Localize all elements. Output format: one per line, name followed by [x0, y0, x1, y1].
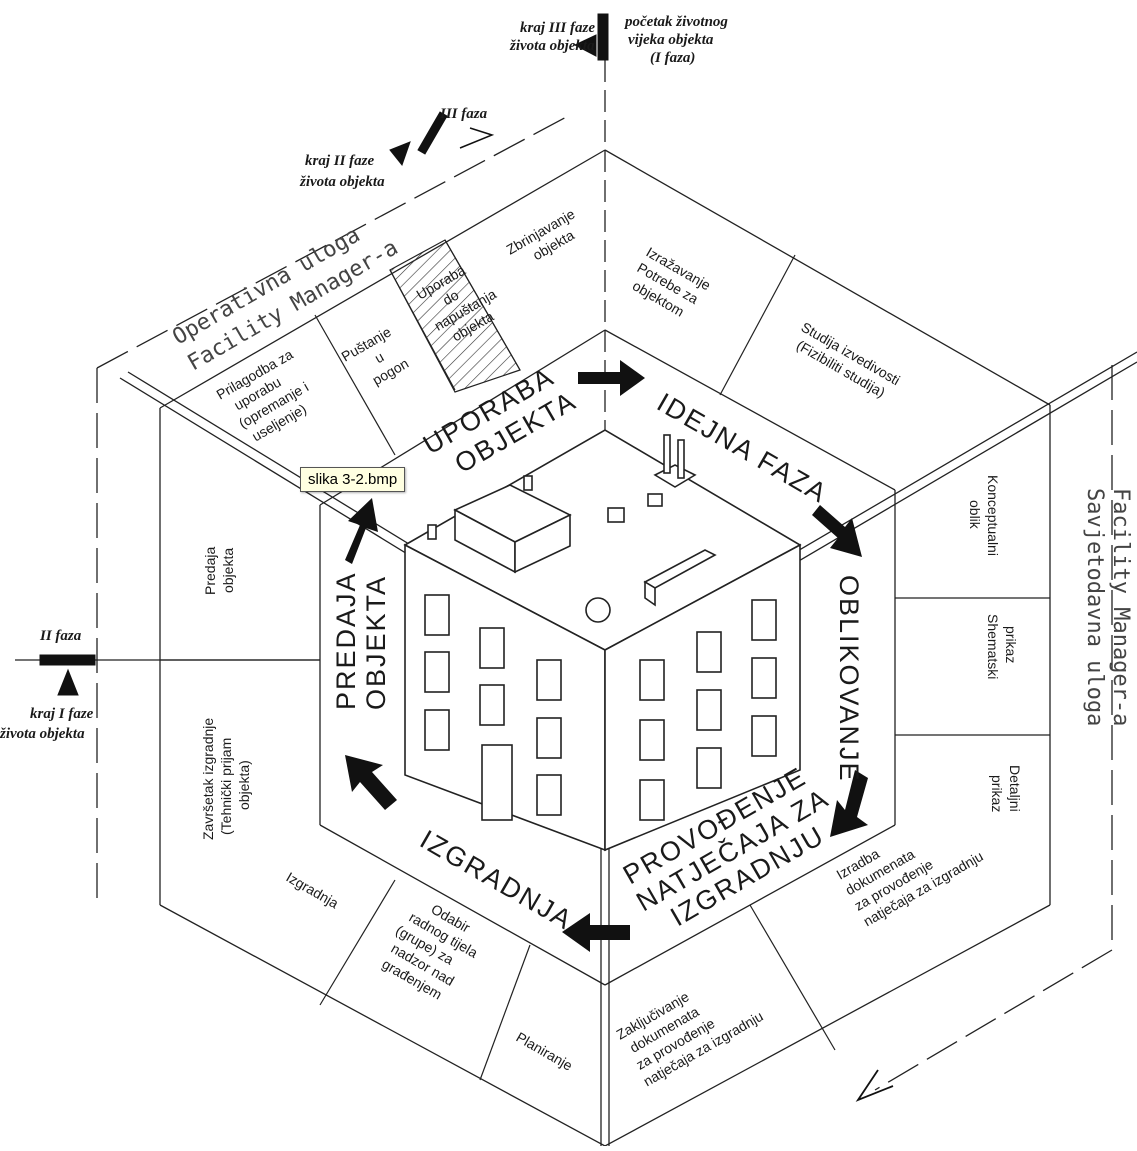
svg-text:Puštanje: Puštanje [339, 323, 394, 364]
step-shematski: Shematski prikaz [985, 614, 1019, 679]
svg-text:Završetak izgradnje: Završetak izgradnje [200, 718, 216, 840]
step-izrazavanje: Izražavanje Potrebe za objektom [630, 244, 714, 320]
svg-text:u: u [372, 348, 387, 366]
marker-ii [39, 654, 96, 666]
svg-text:(Tehnički prijam: (Tehnički prijam [218, 738, 234, 835]
kraj3-line2: života objekta [509, 38, 595, 54]
arrow-to-provodenje [830, 770, 868, 837]
svg-text:prikaz: prikaz [989, 775, 1005, 812]
marker-kraj2 [417, 111, 448, 155]
svg-text:Shematski: Shematski [985, 614, 1001, 679]
step-detaljni: Detaljni prikaz [989, 765, 1023, 812]
arrow-to-idejna [578, 360, 645, 396]
svg-text:Detaljni: Detaljni [1007, 765, 1023, 812]
building [403, 429, 802, 852]
kraj3-line1: kraj III faze [520, 20, 595, 36]
segment-dividers [160, 239, 1050, 1081]
phase-predaja-line2: OBJEKTA [361, 575, 391, 710]
flow-arrows [345, 360, 868, 952]
phase-oblikovanje-label: OBLIKOVANJE [834, 575, 864, 783]
kraj1-line1: kraj I faze [30, 706, 94, 722]
svg-text:Izgradnja: Izgradnja [284, 869, 342, 912]
phase-predaja: PREDAJA OBJEKTA [331, 571, 391, 710]
step-zavrsetak: Završetak izgradnje (Tehnički prijam obj… [200, 718, 252, 840]
svg-text:oblik: oblik [967, 500, 983, 530]
pocetak-line2: vijeka objekta [628, 32, 714, 48]
step-zakljucivanje: Zaključivanje dokumenata za provođenje n… [614, 988, 766, 1089]
arrow-to-izgradnja [562, 913, 630, 952]
filename-tooltip: slika 3-2.bmp [300, 467, 406, 492]
savjetodavna-line2: Facility Manager-a [1108, 488, 1133, 726]
phase-oblikovanje: OBLIKOVANJE [834, 575, 864, 783]
marker-kraj3 [597, 13, 609, 61]
svg-text:objekta: objekta [220, 548, 236, 593]
step-odabir: Odabir radnog tijela (grupe) za nadzor n… [380, 901, 481, 1003]
role-savjetodavna: Savjetodavna uloga Facility Manager-a [1082, 488, 1133, 726]
phase-markers [39, 13, 894, 1102]
savjetodavna-line1: Savjetodavna uloga [1082, 488, 1107, 726]
svg-text:Konceptualni: Konceptualni [985, 475, 1001, 556]
arrow-to-predaja [345, 755, 397, 810]
kraj2-line2: života objekta [299, 174, 385, 190]
arrow-to-oblikovanje [812, 505, 862, 557]
ii-faza-label: II faza [39, 628, 82, 644]
kraj2-line1: kraj II faze [305, 153, 375, 169]
iii-faza-label: III faza [439, 106, 488, 122]
hatched-segment [389, 239, 521, 393]
arrow-to-uporaba [345, 498, 378, 564]
step-konceptualni: Konceptualni oblik [967, 475, 1001, 556]
kraj1-line2: života objekta [0, 726, 85, 742]
pocetak-line1: početak životnog [623, 14, 728, 30]
step-studija: Studija izvedivosti (Fizibiliti studija) [794, 319, 903, 401]
svg-text:Predaja: Predaja [202, 547, 218, 595]
svg-text:Planiranje: Planiranje [514, 1029, 576, 1074]
marker-labels: kraj III faze života objekta početak živ… [0, 14, 728, 742]
phase-predaja-line1: PREDAJA [331, 571, 361, 710]
svg-text:do: do [440, 286, 462, 308]
step-zbrinjavanje: Zbrinjavanje objekta [504, 206, 578, 264]
pocetak-line3: (I faza) [650, 50, 695, 66]
step-predaja: Predaja objekta [202, 547, 236, 595]
step-planiranje: Planiranje [514, 1029, 576, 1074]
svg-text:prikaz: prikaz [1003, 626, 1019, 663]
step-pustanje: Puštanje u pogon [339, 323, 412, 388]
step-izgradnja: Izgradnja [284, 869, 342, 912]
svg-text:objekta): objekta) [236, 760, 252, 810]
